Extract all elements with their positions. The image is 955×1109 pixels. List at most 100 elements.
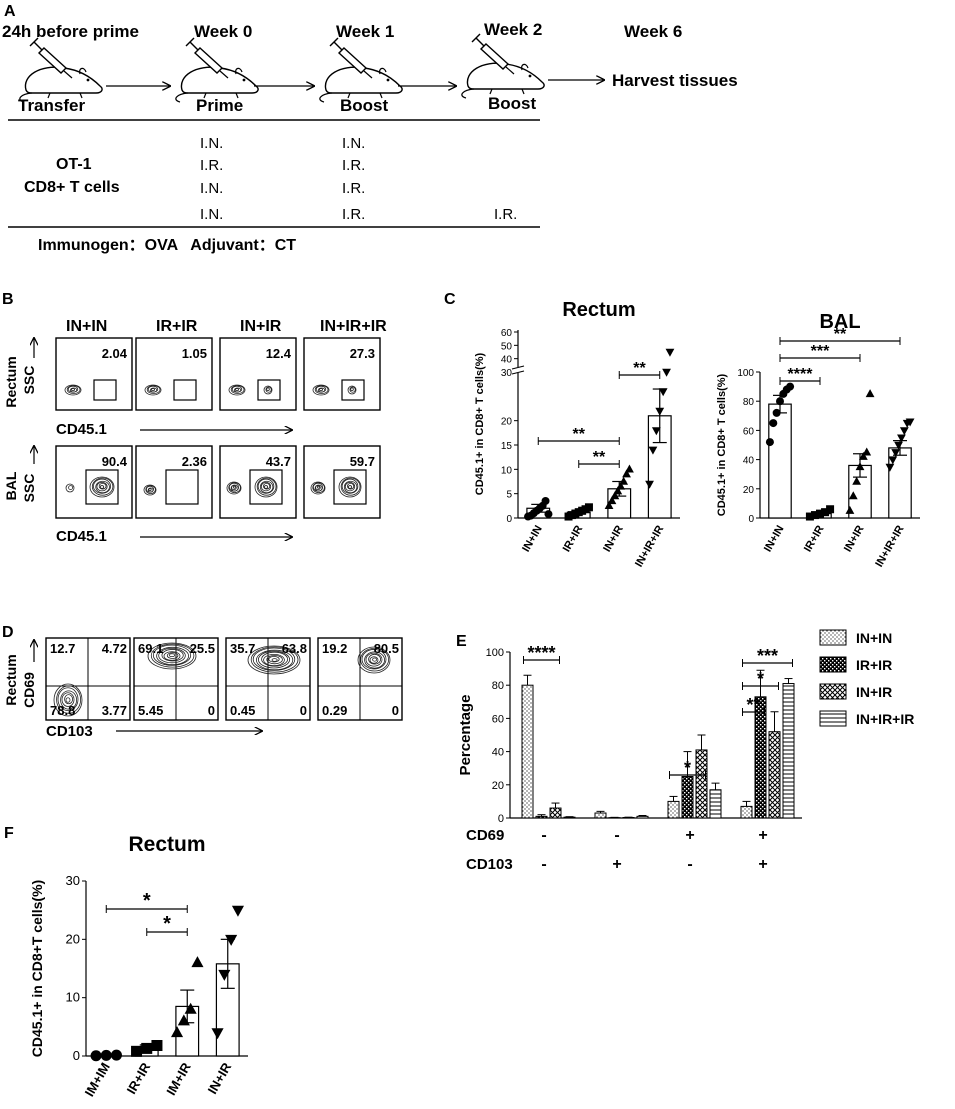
data-point xyxy=(899,427,909,436)
flow-contour xyxy=(234,388,239,392)
y-tick-label: 10 xyxy=(501,465,513,476)
flow-contour xyxy=(260,481,272,492)
flow-plot-value: 90.4 xyxy=(102,454,128,469)
flow-contour xyxy=(71,388,76,392)
axis-break-gap xyxy=(512,367,524,373)
y-tick-label: 60 xyxy=(492,713,504,725)
flow-contour xyxy=(64,694,73,705)
flow-contour xyxy=(266,654,283,665)
timeline-label-4: Week 6 xyxy=(624,22,682,41)
flow-contour xyxy=(266,387,270,391)
syringe-needle-icon xyxy=(219,70,229,79)
flow-plot-frame xyxy=(135,445,213,519)
y-tick-label: 60 xyxy=(501,328,513,339)
flow-contour xyxy=(343,480,358,494)
quadrant-value-lr: 3.77 xyxy=(102,703,127,718)
mouse-leg-icon xyxy=(521,88,525,95)
data-point xyxy=(211,1028,224,1040)
flow-contour xyxy=(255,649,294,671)
flow-plot-value: 1.05 xyxy=(182,346,207,361)
data-point xyxy=(805,512,814,521)
harvest-label: Harvest tissues xyxy=(612,71,738,90)
timeline-label-1: Week 0 xyxy=(194,22,252,41)
mouse-leg-icon xyxy=(79,92,83,99)
mouse-leg-icon xyxy=(203,92,207,99)
flow-contour xyxy=(340,477,361,496)
route-r0-c0: I.N. xyxy=(200,135,223,152)
marker-row-value: + xyxy=(758,856,767,873)
data-point xyxy=(218,969,231,981)
data-point xyxy=(845,505,855,514)
step-prime: Prime xyxy=(196,96,243,115)
y-tick-label: 80 xyxy=(743,397,755,408)
y-tick-label: 40 xyxy=(492,747,504,759)
data-point xyxy=(607,496,617,505)
cells-line-2: CD8+ T cells xyxy=(24,179,120,196)
data-point xyxy=(772,408,781,417)
y-axis-label: CD45.1+ in CD8+ T cells(%) xyxy=(716,373,728,516)
x-tick-label: IN+IR xyxy=(842,523,867,554)
axis-break-mark xyxy=(511,365,525,370)
flow-contour xyxy=(150,388,155,392)
y-tick-label: 40 xyxy=(501,355,513,366)
syringe-plunger-icon xyxy=(29,37,39,47)
y-tick-label: 0 xyxy=(748,514,754,525)
flow-b-ylabel-1: SSC xyxy=(21,474,37,503)
x-tick-label: IM+IM xyxy=(82,1060,113,1099)
flow-contour xyxy=(147,642,197,670)
flow-contour xyxy=(259,480,274,494)
cells-line-1: OT-1 xyxy=(56,156,92,173)
y-tick-label: 100 xyxy=(486,647,504,659)
panel-label-a: A xyxy=(4,3,16,20)
data-point xyxy=(905,418,915,427)
data-point xyxy=(191,956,204,968)
quadrant-value-ll: 5.45 xyxy=(138,703,163,718)
axis-break-mark xyxy=(511,370,525,375)
flow-d-ylabel: CD69 xyxy=(21,672,37,708)
marker-row-value: - xyxy=(614,827,619,844)
flow-contour xyxy=(168,653,176,658)
x-tick-label: IR+IR xyxy=(802,523,827,554)
flow-contour xyxy=(143,484,157,496)
data-point xyxy=(651,427,661,436)
mouse-syringe-icon xyxy=(19,37,103,103)
legend-label: IR+IR xyxy=(856,657,892,673)
mouse-syringe-icon xyxy=(461,33,545,99)
timeline-label-3: Week 2 xyxy=(484,20,542,39)
flow-contour xyxy=(64,384,82,396)
chart-title: BAL xyxy=(819,311,860,333)
bar xyxy=(563,816,576,819)
flow-contour xyxy=(148,488,152,492)
x-tick-label: IN+IR xyxy=(205,1059,235,1096)
flow-contour xyxy=(95,480,110,494)
panel-a: A 24h before prime Week 0 Week 1 Week 2 … xyxy=(2,3,738,254)
data-point xyxy=(610,491,620,500)
flow-contour xyxy=(265,386,272,393)
flow-contour xyxy=(317,387,326,393)
mouse-syringe-icon xyxy=(175,37,259,103)
flow-contour xyxy=(226,481,242,495)
flow-plot-value: 2.04 xyxy=(102,346,128,361)
route-r3-c2: I.R. xyxy=(494,206,517,223)
x-tick-label: IN+IR+IR xyxy=(873,523,906,569)
marker-row-value: - xyxy=(687,856,692,873)
flow-contour xyxy=(263,385,273,395)
legend-label: IN+IR xyxy=(856,684,892,700)
chart-title: Rectum xyxy=(562,299,635,321)
flow-contour xyxy=(53,683,83,717)
bar xyxy=(535,815,548,819)
quadrant-value-ll: 78.8 xyxy=(50,703,75,718)
data-point xyxy=(184,1002,197,1014)
step-boost-2: Boost xyxy=(488,94,537,113)
flow-b-tissue-0: Rectum xyxy=(3,356,19,407)
mouse-leg-icon xyxy=(489,88,493,95)
data-point xyxy=(769,419,778,428)
flow-contour xyxy=(312,482,325,494)
flow-contour xyxy=(271,658,278,662)
flow-contour xyxy=(70,387,78,393)
flow-contour xyxy=(145,485,156,495)
bar xyxy=(740,805,753,819)
